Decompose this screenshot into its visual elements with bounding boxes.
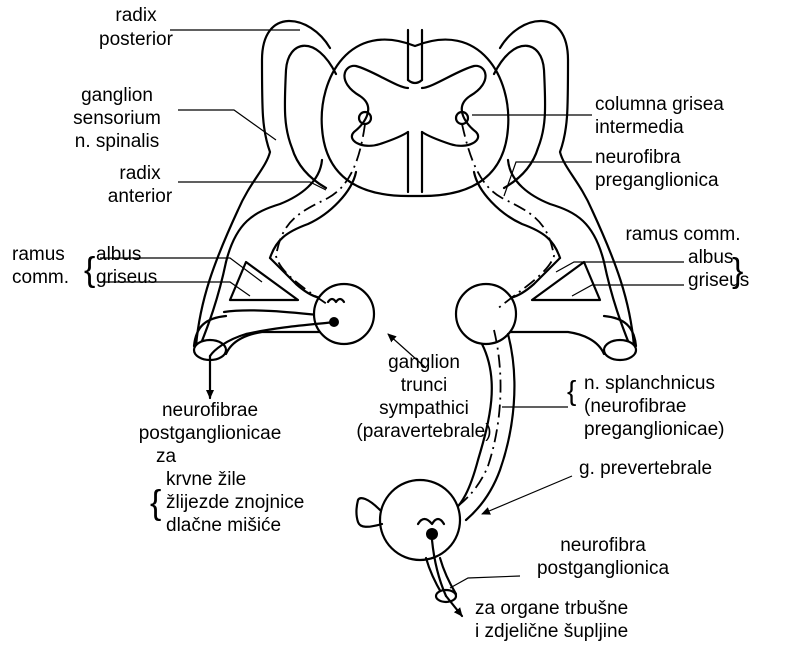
label-ganglion-sensorium-1: ganglion (81, 85, 153, 106)
label-ganglion-sensorium-2: sensorium (73, 108, 161, 129)
spinal-cord (322, 30, 509, 196)
label-radix-anterior-2: anterior (108, 186, 173, 207)
label-radix-posterior-2: posterior (99, 29, 174, 50)
label-ganglion-trunci-2: trunci (401, 375, 447, 396)
label-ramus-comm-left-2: comm. (12, 267, 69, 288)
label-ganglion-sensorium-3: n. spinalis (75, 131, 160, 152)
label-ganglion-trunci-3: sympathici (379, 398, 469, 419)
label-albus-right: albus (688, 247, 733, 268)
label-za-organe-2: i zdjelične šupljine (475, 621, 628, 642)
label-target-1: krvne žile (166, 469, 246, 490)
left-spinal-nerve (194, 21, 374, 398)
label-griseus-left: griseus (96, 267, 157, 288)
label-columna-grisea-2: intermedia (595, 117, 684, 138)
label-postganglionicae-1: neurofibrae (162, 400, 258, 421)
label-splanchnicus-1: n. splanchnicus (584, 373, 715, 394)
svg-text:{: { (84, 251, 95, 289)
svg-text:}: } (732, 252, 743, 290)
label-splanchnicus-3: preganglionicae) (584, 419, 725, 440)
label-neurofibra-postganglionica-1: neurofibra (560, 535, 646, 556)
text-labels: radix posterior ganglion sensorium n. sp… (12, 5, 749, 642)
label-radix-posterior-1: radix (115, 5, 157, 26)
label-target-3: dlačne mišiće (166, 515, 281, 536)
label-neurofibra-preganglionica-1: neurofibra (595, 147, 681, 168)
label-postganglionicae-2: postganglionicae (139, 423, 282, 444)
svg-text:{: { (567, 375, 576, 406)
label-g-prevertebrale: g. prevertebrale (579, 458, 712, 479)
label-ramus-comm-right: ramus comm. (625, 224, 740, 245)
label-target-2: žlijezde znojnice (166, 492, 304, 513)
right-sympathetic-ganglion (456, 284, 516, 344)
label-ganglion-trunci-1: ganglion (388, 352, 460, 373)
label-neurofibra-postganglionica-2: postganglionica (537, 558, 669, 579)
label-neurofibra-preganglionica-2: preganglionica (595, 170, 719, 191)
label-columna-grisea-1: columna grisea (595, 94, 724, 115)
label-radix-anterior-1: radix (119, 163, 161, 184)
label-splanchnicus-2: (neurofibrae (584, 396, 686, 417)
left-sympathetic-ganglion (314, 284, 374, 344)
label-ganglion-trunci-4: (paravertebrale) (356, 421, 491, 442)
label-za-organe-1: za organe trbušne (475, 598, 628, 619)
label-postganglionicae-3: za (156, 446, 177, 467)
svg-text:{: { (150, 484, 161, 522)
label-ramus-comm-left-1: ramus (12, 244, 65, 265)
label-albus-left: albus (96, 244, 141, 265)
